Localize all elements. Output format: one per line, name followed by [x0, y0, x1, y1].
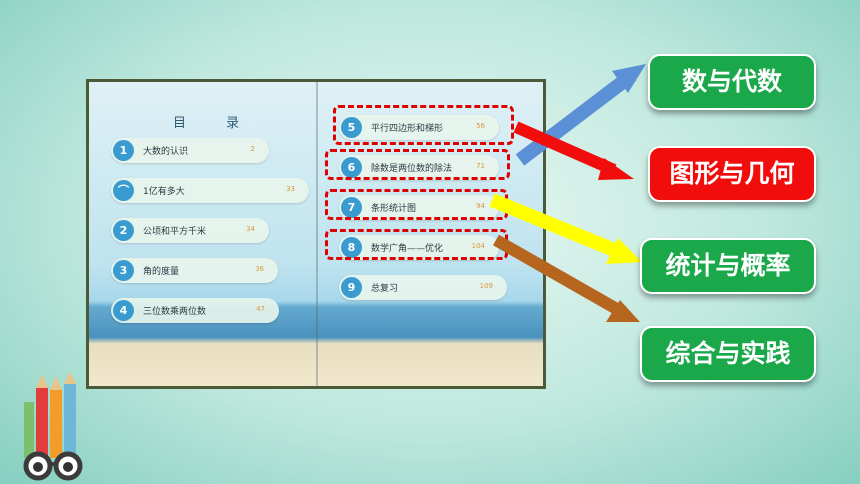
page-number: 47 — [256, 305, 265, 313]
chapter-title: 总复习 — [371, 284, 399, 294]
chapter-number: 3 — [113, 260, 134, 281]
toc-item-4[interactable]: 4 三位数乘两位数 47 — [111, 298, 279, 323]
page-number: 94 — [476, 202, 485, 210]
category-statistics-probability[interactable]: 统计与概率 — [640, 238, 816, 294]
chapter-title: 大数的认识 — [143, 147, 189, 157]
yellow-arrow-icon — [489, 193, 642, 264]
chapter-number: 7 — [341, 197, 362, 218]
chapter-title: 角的度量 — [143, 267, 180, 277]
page-number: 104 — [471, 242, 485, 250]
bird-icon: ⌒ — [113, 180, 134, 201]
category-geometry[interactable]: 图形与几何 — [648, 146, 816, 202]
chapter-title: 三位数乘两位数 — [143, 307, 207, 317]
book-spine — [316, 82, 318, 386]
chapter-number: 6 — [341, 157, 362, 178]
category-number-algebra[interactable]: 数与代数 — [648, 54, 816, 110]
chapter-number: 5 — [341, 117, 362, 138]
page-number: 33 — [286, 185, 295, 193]
chapter-title: 公顷和平方千米 — [143, 227, 207, 237]
toc-item-3[interactable]: 3 角的度量 36 — [111, 258, 278, 283]
red-arrow-icon — [513, 121, 634, 180]
highlight-box-6 — [325, 149, 510, 180]
toc-item-7[interactable]: 7 条形统计图 94 — [339, 195, 499, 220]
page-number: 71 — [476, 162, 485, 170]
blue-arrow-icon — [515, 64, 646, 166]
page-number: 56 — [476, 122, 485, 130]
chapter-title: 数学广角——优化 — [371, 244, 444, 254]
toc-item-9[interactable]: 9 总复习 109 — [339, 275, 507, 300]
chapter-title: 1亿有多大 — [143, 187, 185, 197]
category-comprehensive-practice[interactable]: 综合与实践 — [640, 326, 816, 382]
toc-item-6[interactable]: 6 除数是两位数的除法 71 — [339, 155, 499, 180]
chapter-number: 2 — [113, 220, 134, 241]
page-number: 36 — [255, 265, 264, 273]
toc-item-8[interactable]: 8 数学广角——优化 104 — [339, 235, 499, 260]
chapter-number: 8 — [341, 237, 362, 258]
page-number: 2 — [250, 145, 255, 153]
highlight-box-5 — [333, 105, 514, 145]
pencils-glasses-icon — [23, 372, 83, 481]
textbook-contents-page: 目 录 1 大数的认识 2 ⌒ 1亿有多大 33 2 公顷和平方千米 34 3 … — [86, 79, 546, 389]
chapter-title: 条形统计图 — [371, 204, 417, 214]
chapter-title: 平行四边形和梯形 — [371, 124, 444, 134]
chapter-number: 9 — [341, 277, 362, 298]
page-number: 109 — [479, 282, 493, 290]
toc-item-2[interactable]: 2 公顷和平方千米 34 — [111, 218, 269, 243]
chapter-title: 除数是两位数的除法 — [371, 164, 453, 174]
toc-title: 目 录 — [173, 116, 258, 131]
toc-item-reading[interactable]: ⌒ 1亿有多大 33 — [111, 178, 309, 203]
toc-item-5[interactable]: 5 平行四边形和梯形 56 — [339, 115, 499, 140]
page-number: 34 — [246, 225, 255, 233]
chapter-number: 4 — [113, 300, 134, 321]
brown-arrow-icon — [493, 234, 640, 322]
chapter-number: 1 — [113, 140, 134, 161]
toc-item-1[interactable]: 1 大数的认识 2 — [111, 138, 269, 163]
